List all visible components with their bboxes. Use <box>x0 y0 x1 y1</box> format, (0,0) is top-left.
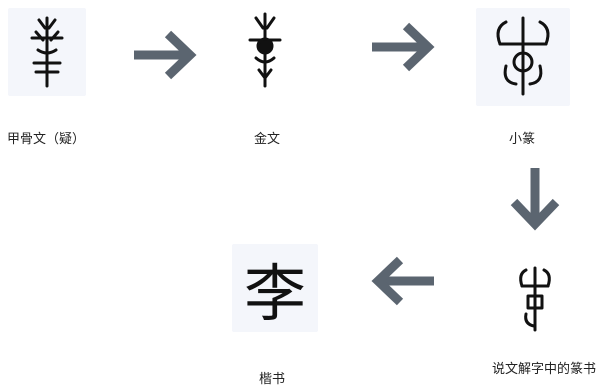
stage-label-shuowen: 说文解字中的篆书 <box>491 362 597 377</box>
arrow-right-icon <box>372 22 435 72</box>
bronze-glyph-icon <box>248 12 282 88</box>
stage-label-regular: 楷书 <box>258 372 286 387</box>
stage-label-oracle: 甲骨文（疑） <box>6 132 86 147</box>
arrow-left-icon <box>371 256 434 306</box>
arrow-down-icon <box>510 168 560 231</box>
regular-script-character: 李 <box>243 257 306 330</box>
stage-label-bronze: 金文 <box>253 132 281 147</box>
shuowen-seal-glyph-icon <box>519 266 551 332</box>
stage-label-small-seal: 小篆 <box>508 132 536 147</box>
oracle-bone-glyph-icon <box>30 16 64 88</box>
small-seal-glyph-icon <box>496 16 550 96</box>
arrow-right-icon <box>134 30 197 80</box>
regular-script-box <box>232 244 318 332</box>
